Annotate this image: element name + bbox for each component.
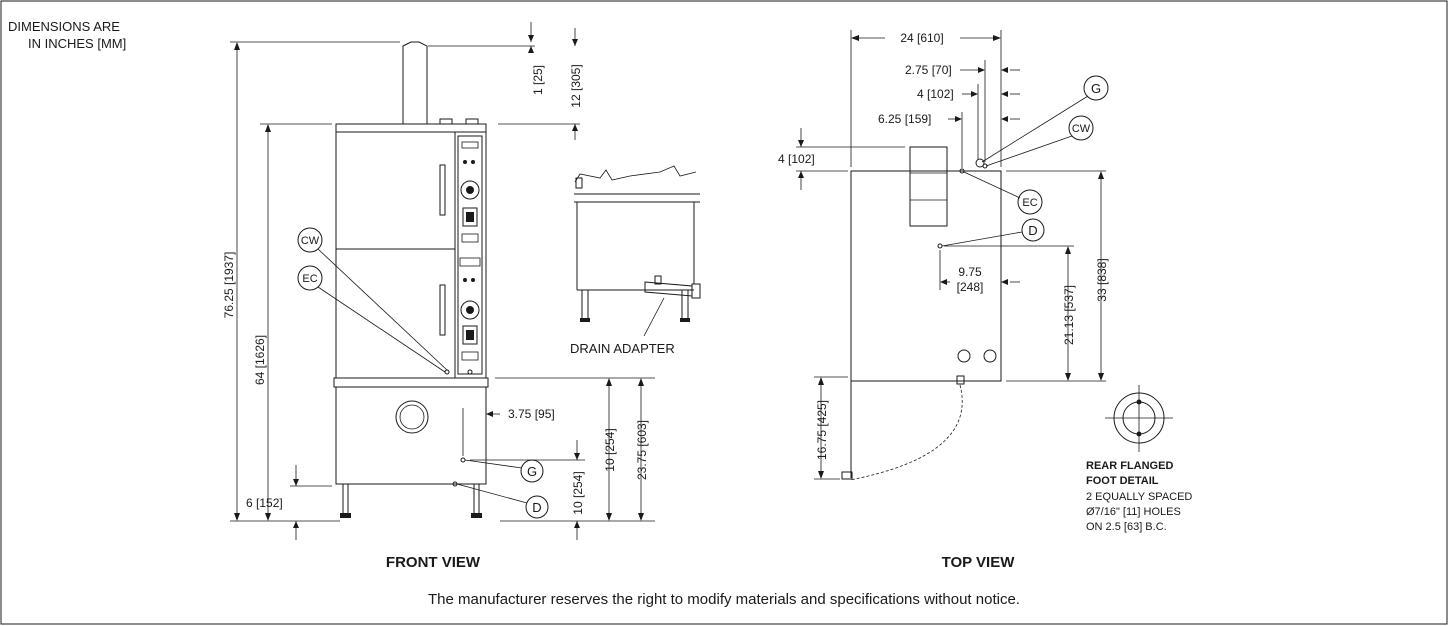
upper-door-handle: [439, 164, 446, 216]
base-cabinet: [335, 386, 487, 485]
dim-gas-lateral: 2.75 [70]: [905, 63, 952, 77]
disclaimer: The manufacturer reserves the right to m…: [428, 591, 1020, 608]
dim-drain-lateral: 9.75: [958, 265, 982, 279]
lower-door-handle: [439, 284, 446, 336]
dim-counter-height: 23.75 [603]: [635, 420, 649, 480]
foot-detail: REAR FLANGED FOOT DETAIL 2 EQUALLY SPACE…: [1086, 385, 1192, 533]
lower-timer-knob-icon: [460, 300, 480, 320]
drain-adapter-label: DRAIN ADAPTER: [570, 341, 675, 356]
dim-base-height: 10 [254]: [603, 428, 617, 471]
top-plate: [335, 123, 487, 133]
units-note-line1: DIMENSIONS ARE: [8, 19, 120, 34]
foot-detail-line2: Ø7/16" [11] HOLES: [1086, 506, 1181, 518]
dim-cabinet-height: 64 [1626]: [253, 335, 267, 385]
dim-gas-offset: 3.75 [95]: [508, 407, 555, 421]
dim-drain-depth: 21.13 [537]: [1062, 285, 1076, 345]
top-callout-cw: CW: [1072, 123, 1091, 135]
dim-flue-depth: 4 [102]: [778, 152, 815, 166]
top-view-body: [850, 170, 1002, 382]
callout-d: D: [532, 500, 541, 515]
dim-drain-lateral-mm: [248]: [957, 280, 984, 294]
flue-stack: [402, 41, 428, 125]
top-callout-d: D: [1028, 223, 1037, 238]
dim-overall-height: 76.25 [1937]: [222, 252, 236, 319]
top-view-flue: [909, 146, 948, 227]
units-note-line2: IN INCHES [MM]: [28, 36, 126, 51]
dim-gas-height: 10 [254]: [571, 471, 585, 514]
dim-flue-offset: 1 [25]: [531, 65, 545, 95]
dim-cw-lateral: 4 [102]: [917, 87, 954, 101]
callout-g: G: [527, 464, 537, 479]
callout-ec: EC: [302, 273, 317, 285]
dim-drain-height: 6 [152]: [246, 496, 283, 510]
dim-flue-height: 12 [305]: [569, 64, 583, 107]
top-callout-g: G: [1091, 81, 1101, 96]
top-view: G CW EC D 24 [610] 2.75 [70] 4 [102] 6.2…: [778, 30, 1109, 571]
drain-adapter-detail: DRAIN ADAPTER: [570, 165, 701, 356]
top-view-title: TOP VIEW: [942, 554, 1016, 571]
top-callout-ec: EC: [1022, 197, 1037, 209]
foot-detail-line1: 2 EQUALLY SPACED: [1086, 491, 1192, 503]
upper-timer-knob-icon: [460, 180, 480, 200]
foot-detail-title1: REAR FLANGED: [1086, 460, 1173, 472]
foot-detail-line3: ON 2.5 [63] B.C.: [1086, 521, 1167, 533]
dim-door-swing: 16.75 [425]: [815, 400, 829, 460]
dim-top-width: 24 [610]: [900, 31, 943, 45]
dim-ec-lateral: 6.25 [159]: [878, 112, 931, 126]
front-view: CW EC G D 76.25 [1937] 64 [1626] 1 [25]: [222, 22, 655, 571]
dim-top-depth: 33 [838]: [1095, 258, 1109, 301]
front-view-title: FRONT VIEW: [386, 554, 481, 571]
callout-cw: CW: [301, 235, 320, 247]
foot-detail-title2: FOOT DETAIL: [1086, 475, 1159, 487]
base-access-port: [395, 400, 429, 434]
